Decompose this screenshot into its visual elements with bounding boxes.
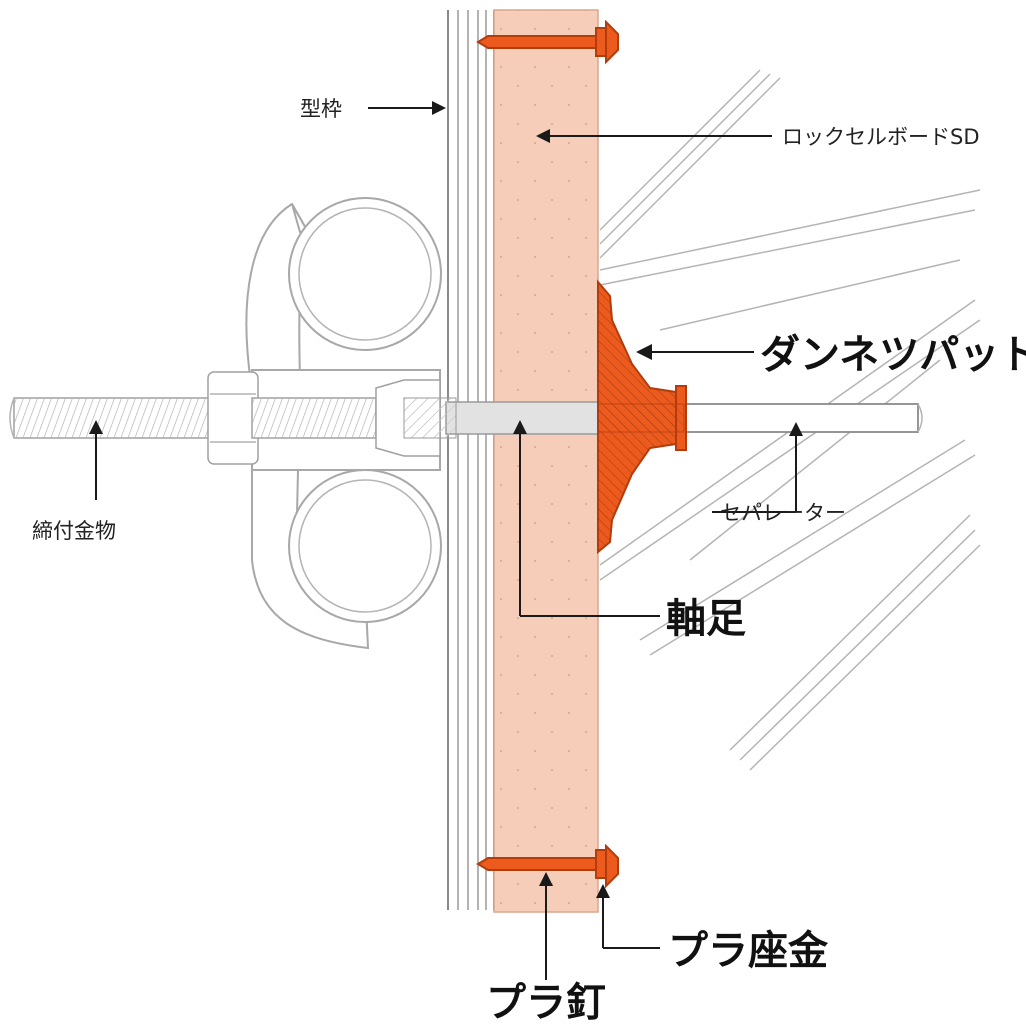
shaft-callout: 軸足	[513, 420, 746, 642]
washer-label: プラ座金	[668, 928, 829, 974]
concrete-hatching	[599, 69, 981, 771]
plastic-nail-top	[476, 19, 619, 65]
insulation-pad	[597, 279, 687, 555]
washer-callout: プラ座金	[596, 884, 829, 974]
pad-label: ダンネツパット	[760, 332, 1026, 378]
formwork-panel	[446, 10, 495, 910]
formwork-label: 型枠	[300, 97, 342, 121]
fastener-callout: 締付金物	[32, 420, 116, 543]
nail-callout: プラ釘	[486, 872, 606, 1024]
board-label: ロックセルボードSD	[782, 125, 980, 149]
pipe-lower	[288, 469, 442, 623]
insulation-board	[493, 9, 599, 913]
separator-callout: セパレーター	[712, 422, 846, 525]
pad-callout: ダンネツパット	[636, 332, 1026, 378]
separator-label: セパレーター	[720, 501, 846, 525]
formwork-callout: 型枠	[300, 97, 446, 121]
shaft-label: 軸足	[666, 596, 746, 642]
plastic-nail-bottom	[476, 843, 619, 889]
shaft-rod	[403, 397, 601, 439]
pipe-upper	[288, 197, 442, 351]
threaded-bolt	[9, 371, 449, 465]
nail-label: プラ釘	[486, 980, 606, 1024]
board-callout: ロックセルボードSD	[536, 125, 980, 149]
fastener-label: 締付金物	[32, 519, 116, 543]
